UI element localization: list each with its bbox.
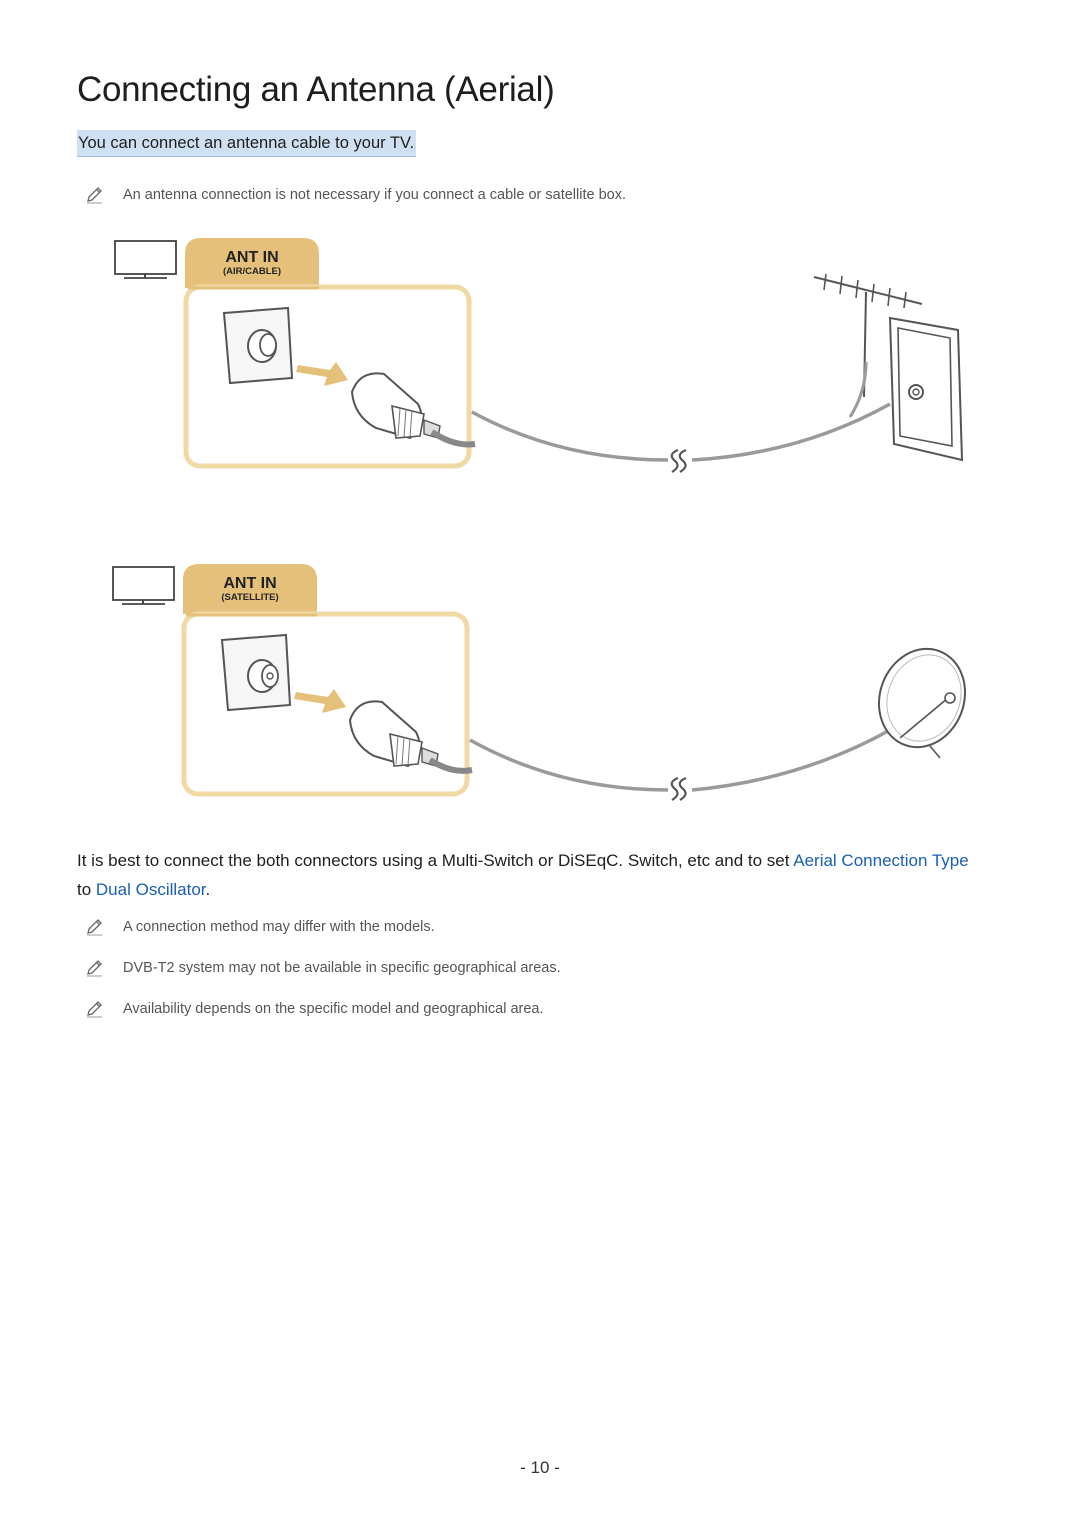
port-label: ANT IN — [223, 575, 276, 592]
cable — [469, 738, 669, 792]
aerial-connection-type-link[interactable]: Aerial Connection Type — [793, 851, 969, 870]
note-text: DVB-T2 system may not be available in sp… — [123, 960, 561, 976]
note-text: An antenna connection is not necessary i… — [123, 187, 626, 203]
dual-oscillator-link[interactable]: Dual Oscillator — [95, 880, 206, 899]
pencil-note-icon — [87, 919, 102, 936]
cable-break-icon — [670, 776, 687, 801]
paragraph-text: . — [205, 880, 211, 899]
cable — [471, 410, 669, 462]
port-tab — [185, 238, 319, 288]
page-title: Connecting an Antenna (Aerial) — [77, 70, 555, 109]
cable — [430, 429, 476, 448]
tv-icon — [114, 240, 177, 279]
cable-break-icon — [670, 448, 687, 473]
arrow-icon — [294, 689, 346, 713]
note-text: Availability depends on the specific mod… — [123, 1001, 544, 1017]
intro-highlight: You can connect an antenna cable to your… — [77, 130, 417, 157]
satellite-dish-icon — [877, 647, 967, 759]
arrow-icon — [296, 362, 348, 386]
paragraph-text: It is best to connect the both connector… — [77, 851, 794, 870]
body-paragraph: It is best to connect the both connector… — [77, 846, 987, 904]
pencil-note-icon — [87, 960, 102, 977]
wall-socket-icon — [220, 633, 292, 712]
paragraph-text: to — [77, 880, 96, 899]
cable — [428, 757, 473, 774]
page-number: - 10 - — [520, 1458, 560, 1477]
port-sublabel: (SATELLITE) — [221, 592, 278, 603]
antenna-icon — [813, 273, 923, 418]
tv-icon — [112, 566, 175, 605]
pencil-note-icon — [87, 1001, 102, 1018]
wall-outlet-icon — [888, 316, 964, 462]
cable — [691, 728, 891, 792]
cable — [691, 402, 891, 462]
note-text: A connection method may differ with the … — [123, 919, 435, 935]
wall-socket-icon — [222, 306, 294, 385]
port-sublabel: (AIR/CABLE) — [223, 266, 281, 277]
pencil-note-icon — [87, 187, 102, 204]
diagram-satellite: ANT IN (SATELLITE) — [0, 558, 1080, 808]
diagram-air-cable: ANT IN (AIR/CABLE) — [0, 232, 1080, 482]
port-label: ANT IN — [225, 249, 278, 266]
port-tab — [183, 564, 317, 614]
